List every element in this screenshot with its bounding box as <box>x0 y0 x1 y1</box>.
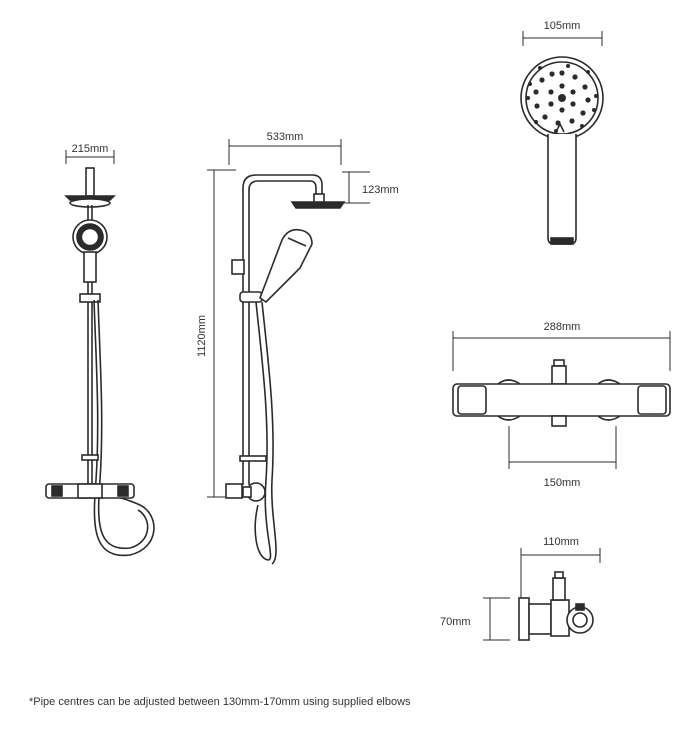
valve-depth-side-label: 70mm <box>440 616 471 628</box>
total-height-label: 1120mm <box>196 315 208 357</box>
valve-front-view <box>452 331 671 469</box>
footnote: *Pipe centres can be adjusted between 13… <box>29 696 411 708</box>
valve-side-view <box>483 548 601 641</box>
front-width-label: 215mm <box>72 143 109 155</box>
handset-view <box>520 31 604 245</box>
handset-width-label: 105mm <box>544 20 581 32</box>
valve-depth-top-label: 110mm <box>543 536 579 548</box>
head-drop-label: 123mm <box>362 184 399 196</box>
nozzle-pattern <box>526 64 598 133</box>
side-width-label: 533mm <box>267 131 304 143</box>
valve-centres-label: 150mm <box>544 477 581 489</box>
valve-width-label: 288mm <box>544 321 581 333</box>
front-view <box>45 150 155 557</box>
side-view <box>207 139 370 565</box>
